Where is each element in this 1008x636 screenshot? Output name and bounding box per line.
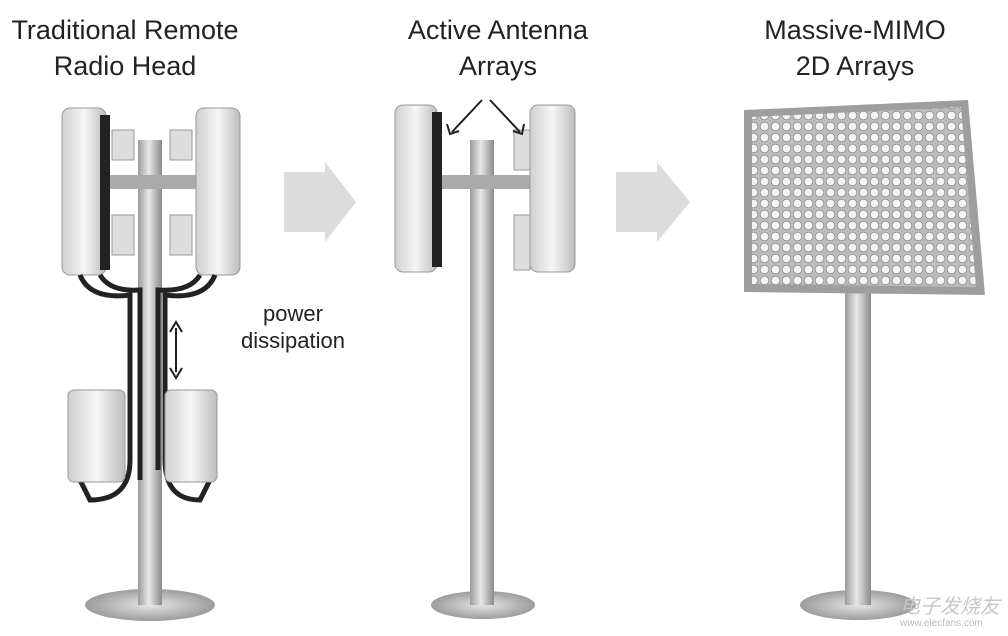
cables xyxy=(77,273,218,503)
arrow-right-icon xyxy=(284,162,356,242)
title-line: Radio Head xyxy=(53,51,197,81)
title-line: Active Antenna xyxy=(407,15,589,45)
stage-title-mimo: Massive-MIMO 2D Arrays xyxy=(705,12,1005,84)
traditional-rrh-tower xyxy=(61,107,241,621)
active-antenna-tower xyxy=(394,99,576,619)
note-line: power xyxy=(263,301,323,326)
antenna-element-grid xyxy=(752,107,976,287)
active-antenna-left xyxy=(394,104,438,273)
radio-unit-left xyxy=(67,389,126,483)
pointer-arrows xyxy=(446,99,525,136)
title-line: Massive-MIMO xyxy=(764,15,946,45)
massive-mimo-tower xyxy=(744,100,985,620)
double-arrow-icon xyxy=(169,320,183,380)
title-line: 2D Arrays xyxy=(795,51,915,81)
note-line: dissipation xyxy=(241,328,345,353)
title-line: Arrays xyxy=(458,51,537,81)
active-antenna-right xyxy=(529,104,576,273)
title-line: Traditional Remote xyxy=(11,15,239,45)
antenna-panel-right xyxy=(195,107,241,276)
radio-unit-right xyxy=(164,389,218,483)
watermark-url: www.elecfans.com xyxy=(900,618,983,629)
antenna-panel-left xyxy=(61,107,107,276)
arrow-right-icon xyxy=(616,162,690,242)
watermark-brand: 电子发烧友 xyxy=(900,596,1000,618)
